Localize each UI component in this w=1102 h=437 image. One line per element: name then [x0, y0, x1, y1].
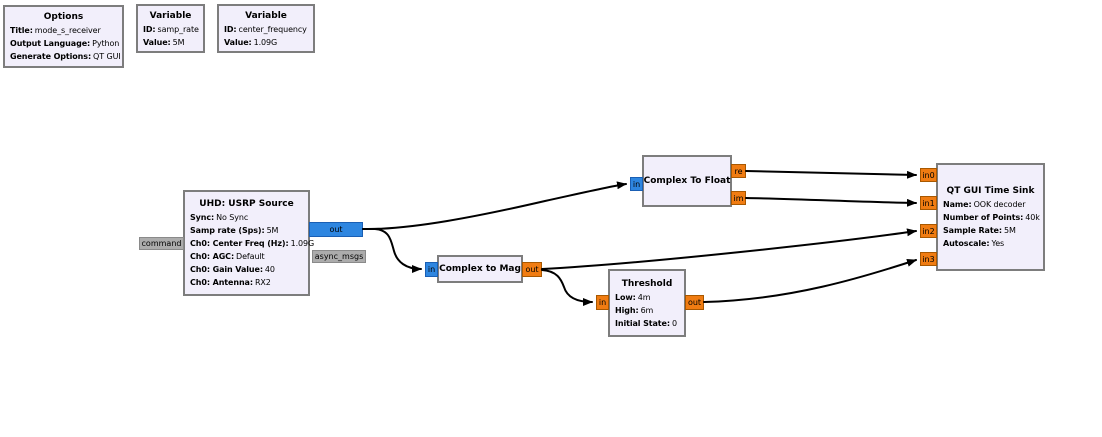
param-row: ID:center_frequency: [224, 24, 307, 34]
port-async-msgs[interactable]: async_msgs: [312, 250, 366, 263]
wire-threshold-out-to-timesink-in3[interactable]: [703, 258, 917, 303]
param-row: Title:mode_s_receiver: [10, 26, 101, 35]
block-variable-samp-rate[interactable]: Variable ID:samp_rate Value:5M: [136, 4, 205, 53]
wire-usrp-out-to-complex-to-float-in[interactable]: [362, 181, 627, 231]
param-row: Output Language:Python: [10, 39, 120, 48]
param-row: Initial State:0: [615, 318, 677, 328]
param-row: High:6m: [615, 305, 654, 315]
block-usrp-source[interactable]: UHD: USRP Source Sync:No Sync Samp rate …: [183, 190, 315, 296]
param-row: Ch0: Antenna:RX2: [190, 278, 271, 287]
port-im[interactable]: im: [731, 191, 746, 205]
param-row: Sync:No Sync: [190, 213, 249, 222]
wire-usrp-out-to-complex-to-mag-in[interactable]: [362, 228, 422, 273]
wire-re-to-timesink-in0[interactable]: [745, 170, 917, 179]
block-complex-to-float[interactable]: Complex To Float: [642, 155, 732, 207]
block-options[interactable]: Options Title:mode_s_receiver Output Lan…: [3, 5, 124, 68]
block-title: Options: [43, 12, 84, 22]
param-row: Generate Options:QT GUI: [10, 52, 121, 61]
port-in[interactable]: in: [630, 177, 643, 191]
param-row: ID:samp_rate: [143, 24, 199, 34]
block-complex-to-mag[interactable]: Complex to Mag: [437, 255, 523, 283]
port-in[interactable]: in: [596, 295, 609, 310]
param-row: Low:4m: [615, 292, 651, 302]
port-out[interactable]: out: [522, 262, 542, 277]
block-title: Complex to Mag: [439, 264, 521, 274]
block-title: QT GUI Time Sink: [946, 186, 1035, 196]
port-re[interactable]: re: [731, 164, 746, 178]
wire-im-to-timesink-in1[interactable]: [745, 197, 917, 207]
param-row: Name:OOK decoder: [943, 200, 1026, 209]
block-title: Variable: [149, 10, 192, 21]
port-in1[interactable]: in1: [920, 196, 937, 210]
block-qt-gui-time-sink[interactable]: QT GUI Time Sink Name:OOK decoder Number…: [936, 163, 1045, 271]
block-variable-center-frequency[interactable]: Variable ID:center_frequency Value:1.09G: [217, 4, 315, 53]
param-row: Number of Points:40k: [943, 213, 1040, 222]
block-title: Variable: [245, 10, 287, 21]
param-row: Value:1.09G: [224, 37, 278, 47]
param-row: Value:5M: [143, 37, 185, 47]
block-title: Complex To Float: [643, 176, 731, 186]
param-row: Autoscale:Yes: [943, 239, 1005, 248]
param-row: Ch0: Center Freq (Hz):1.09G: [190, 239, 315, 248]
port-out[interactable]: out: [685, 295, 704, 310]
param-row: Ch0: Gain Value:40: [190, 265, 275, 274]
port-in0[interactable]: in0: [920, 168, 937, 182]
port-command[interactable]: command: [139, 237, 184, 250]
port-in[interactable]: in: [425, 262, 438, 277]
port-in3[interactable]: in3: [920, 252, 937, 266]
port-in2[interactable]: in2: [920, 224, 937, 238]
param-row: Samp rate (Sps):5M: [190, 226, 279, 235]
block-title: UHD: USRP Source: [199, 199, 294, 209]
port-out[interactable]: out: [309, 222, 363, 237]
param-row: Ch0: AGC:Default: [190, 252, 265, 261]
wire-mag-out-to-threshold-in[interactable]: [541, 269, 593, 306]
wire-mag-out-to-timesink-in2[interactable]: [541, 228, 917, 270]
param-row: Sample Rate:5M: [943, 226, 1016, 235]
block-title: Threshold: [621, 278, 673, 289]
block-threshold[interactable]: Threshold Low:4m High:6m Initial State:0: [608, 269, 686, 337]
